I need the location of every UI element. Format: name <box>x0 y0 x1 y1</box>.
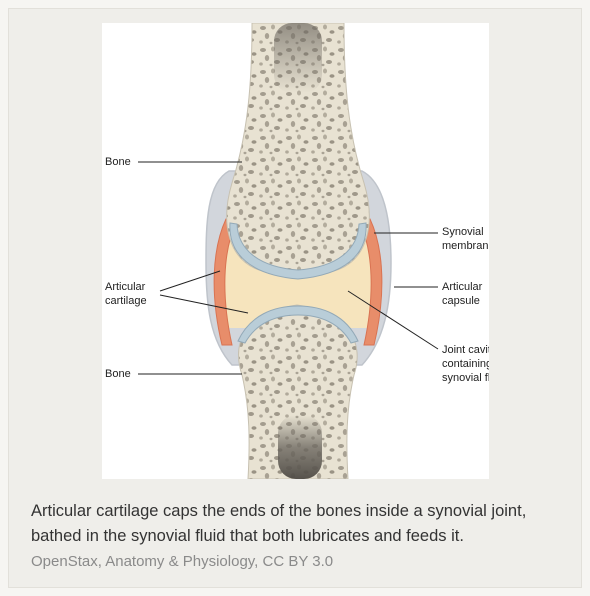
label-articular-capsule-1: Articular <box>442 281 483 293</box>
label-joint-cavity-2: containing <box>442 358 489 370</box>
label-articular-capsule-2: capsule <box>442 295 480 307</box>
label-articular-cartilage-1: Articular <box>105 281 146 293</box>
label-bone-bottom: Bone <box>105 368 131 380</box>
figure-credit: OpenStax, Anatomy & Physiology, CC BY 3.… <box>31 551 571 573</box>
label-joint-cavity-1: Joint cavity <box>442 344 489 356</box>
label-joint-cavity-3: synovial fluid <box>442 372 489 384</box>
label-articular-cartilage-2: cartilage <box>105 295 147 307</box>
figure-caption: Articular cartilage caps the ends of the… <box>31 499 571 549</box>
bone-upper-marrow <box>274 23 322 93</box>
bone-lower-marrow <box>278 415 322 479</box>
caption-line-2: bathed in the synovial fluid that both l… <box>31 524 571 549</box>
figure-card: Bone Articular cartilage Bone Synovial m… <box>8 8 582 588</box>
caption-line-1: Articular cartilage caps the ends of the… <box>31 499 571 524</box>
synovial-joint-diagram: Bone Articular cartilage Bone Synovial m… <box>102 23 489 479</box>
joint-illustration: Bone Articular cartilage Bone Synovial m… <box>102 23 489 479</box>
label-bone-top: Bone <box>105 156 131 168</box>
label-synovial-membrane-2: membrane <box>442 240 489 252</box>
label-synovial-membrane-1: Synovial <box>442 226 484 238</box>
